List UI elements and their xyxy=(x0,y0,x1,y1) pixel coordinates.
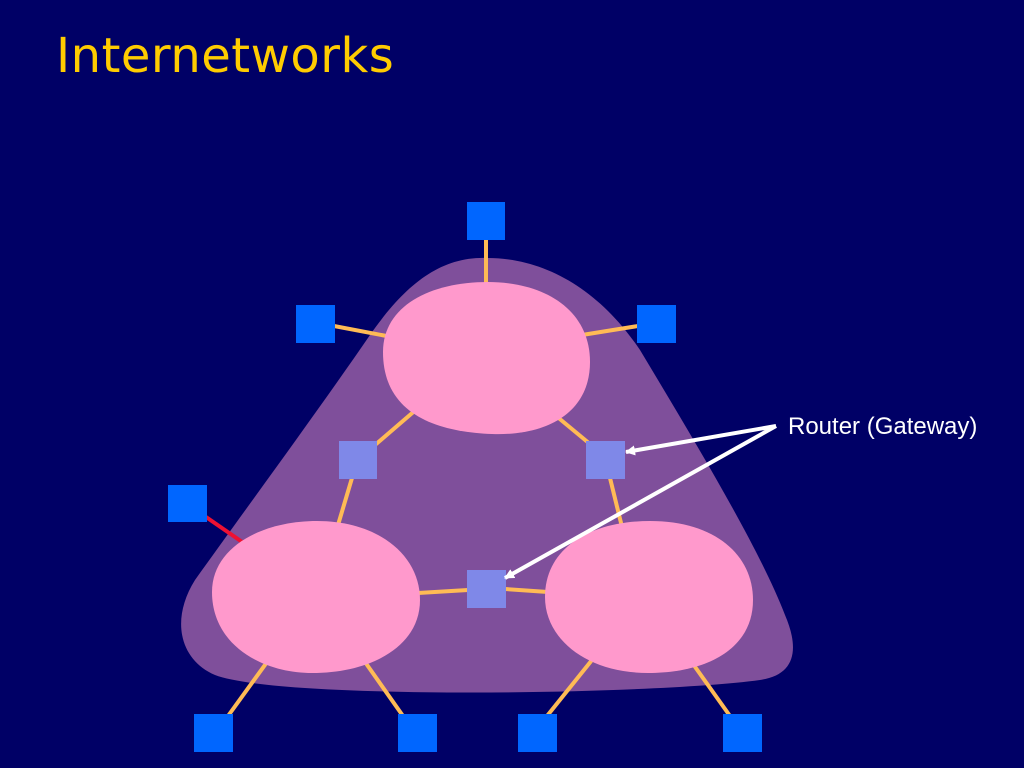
link-top-left-host xyxy=(333,324,393,339)
arrow-to-bottom-router xyxy=(504,424,777,580)
router-bottom xyxy=(467,570,506,608)
router-left xyxy=(339,441,377,479)
link-right-router-to-right xyxy=(608,477,624,528)
network-top xyxy=(383,282,590,435)
link-top-right-host xyxy=(581,324,639,337)
link-left-to-bottom-router xyxy=(417,588,469,595)
link-bottom-left-host-1 xyxy=(226,656,272,718)
host-left xyxy=(168,485,207,522)
link-bottom-right-host-2 xyxy=(691,662,732,718)
link-bottom-router-to-right xyxy=(504,587,549,594)
router-right xyxy=(586,441,625,479)
host-bottom-right-2 xyxy=(723,714,762,752)
host-top xyxy=(467,202,505,240)
arrow-to-right-router xyxy=(625,424,777,456)
host-bottom-right-1 xyxy=(518,714,557,752)
network-left xyxy=(212,521,420,673)
host-top-right xyxy=(637,305,676,343)
link-top-to-left-router xyxy=(373,406,420,447)
link-left-host-red xyxy=(204,515,250,548)
host-bottom-left-2 xyxy=(398,714,437,752)
link-bottom-right-host-1 xyxy=(545,653,598,718)
link-left-router-to-left xyxy=(336,477,354,526)
host-bottom-left-1 xyxy=(194,714,233,752)
host-top-left xyxy=(296,305,335,343)
network-right xyxy=(545,521,753,673)
link-top-to-right-router xyxy=(553,413,592,446)
link-bottom-left-host-2 xyxy=(363,660,405,718)
router-label: Router (Gateway) xyxy=(788,413,977,440)
slide-title: Internetworks xyxy=(56,28,395,84)
